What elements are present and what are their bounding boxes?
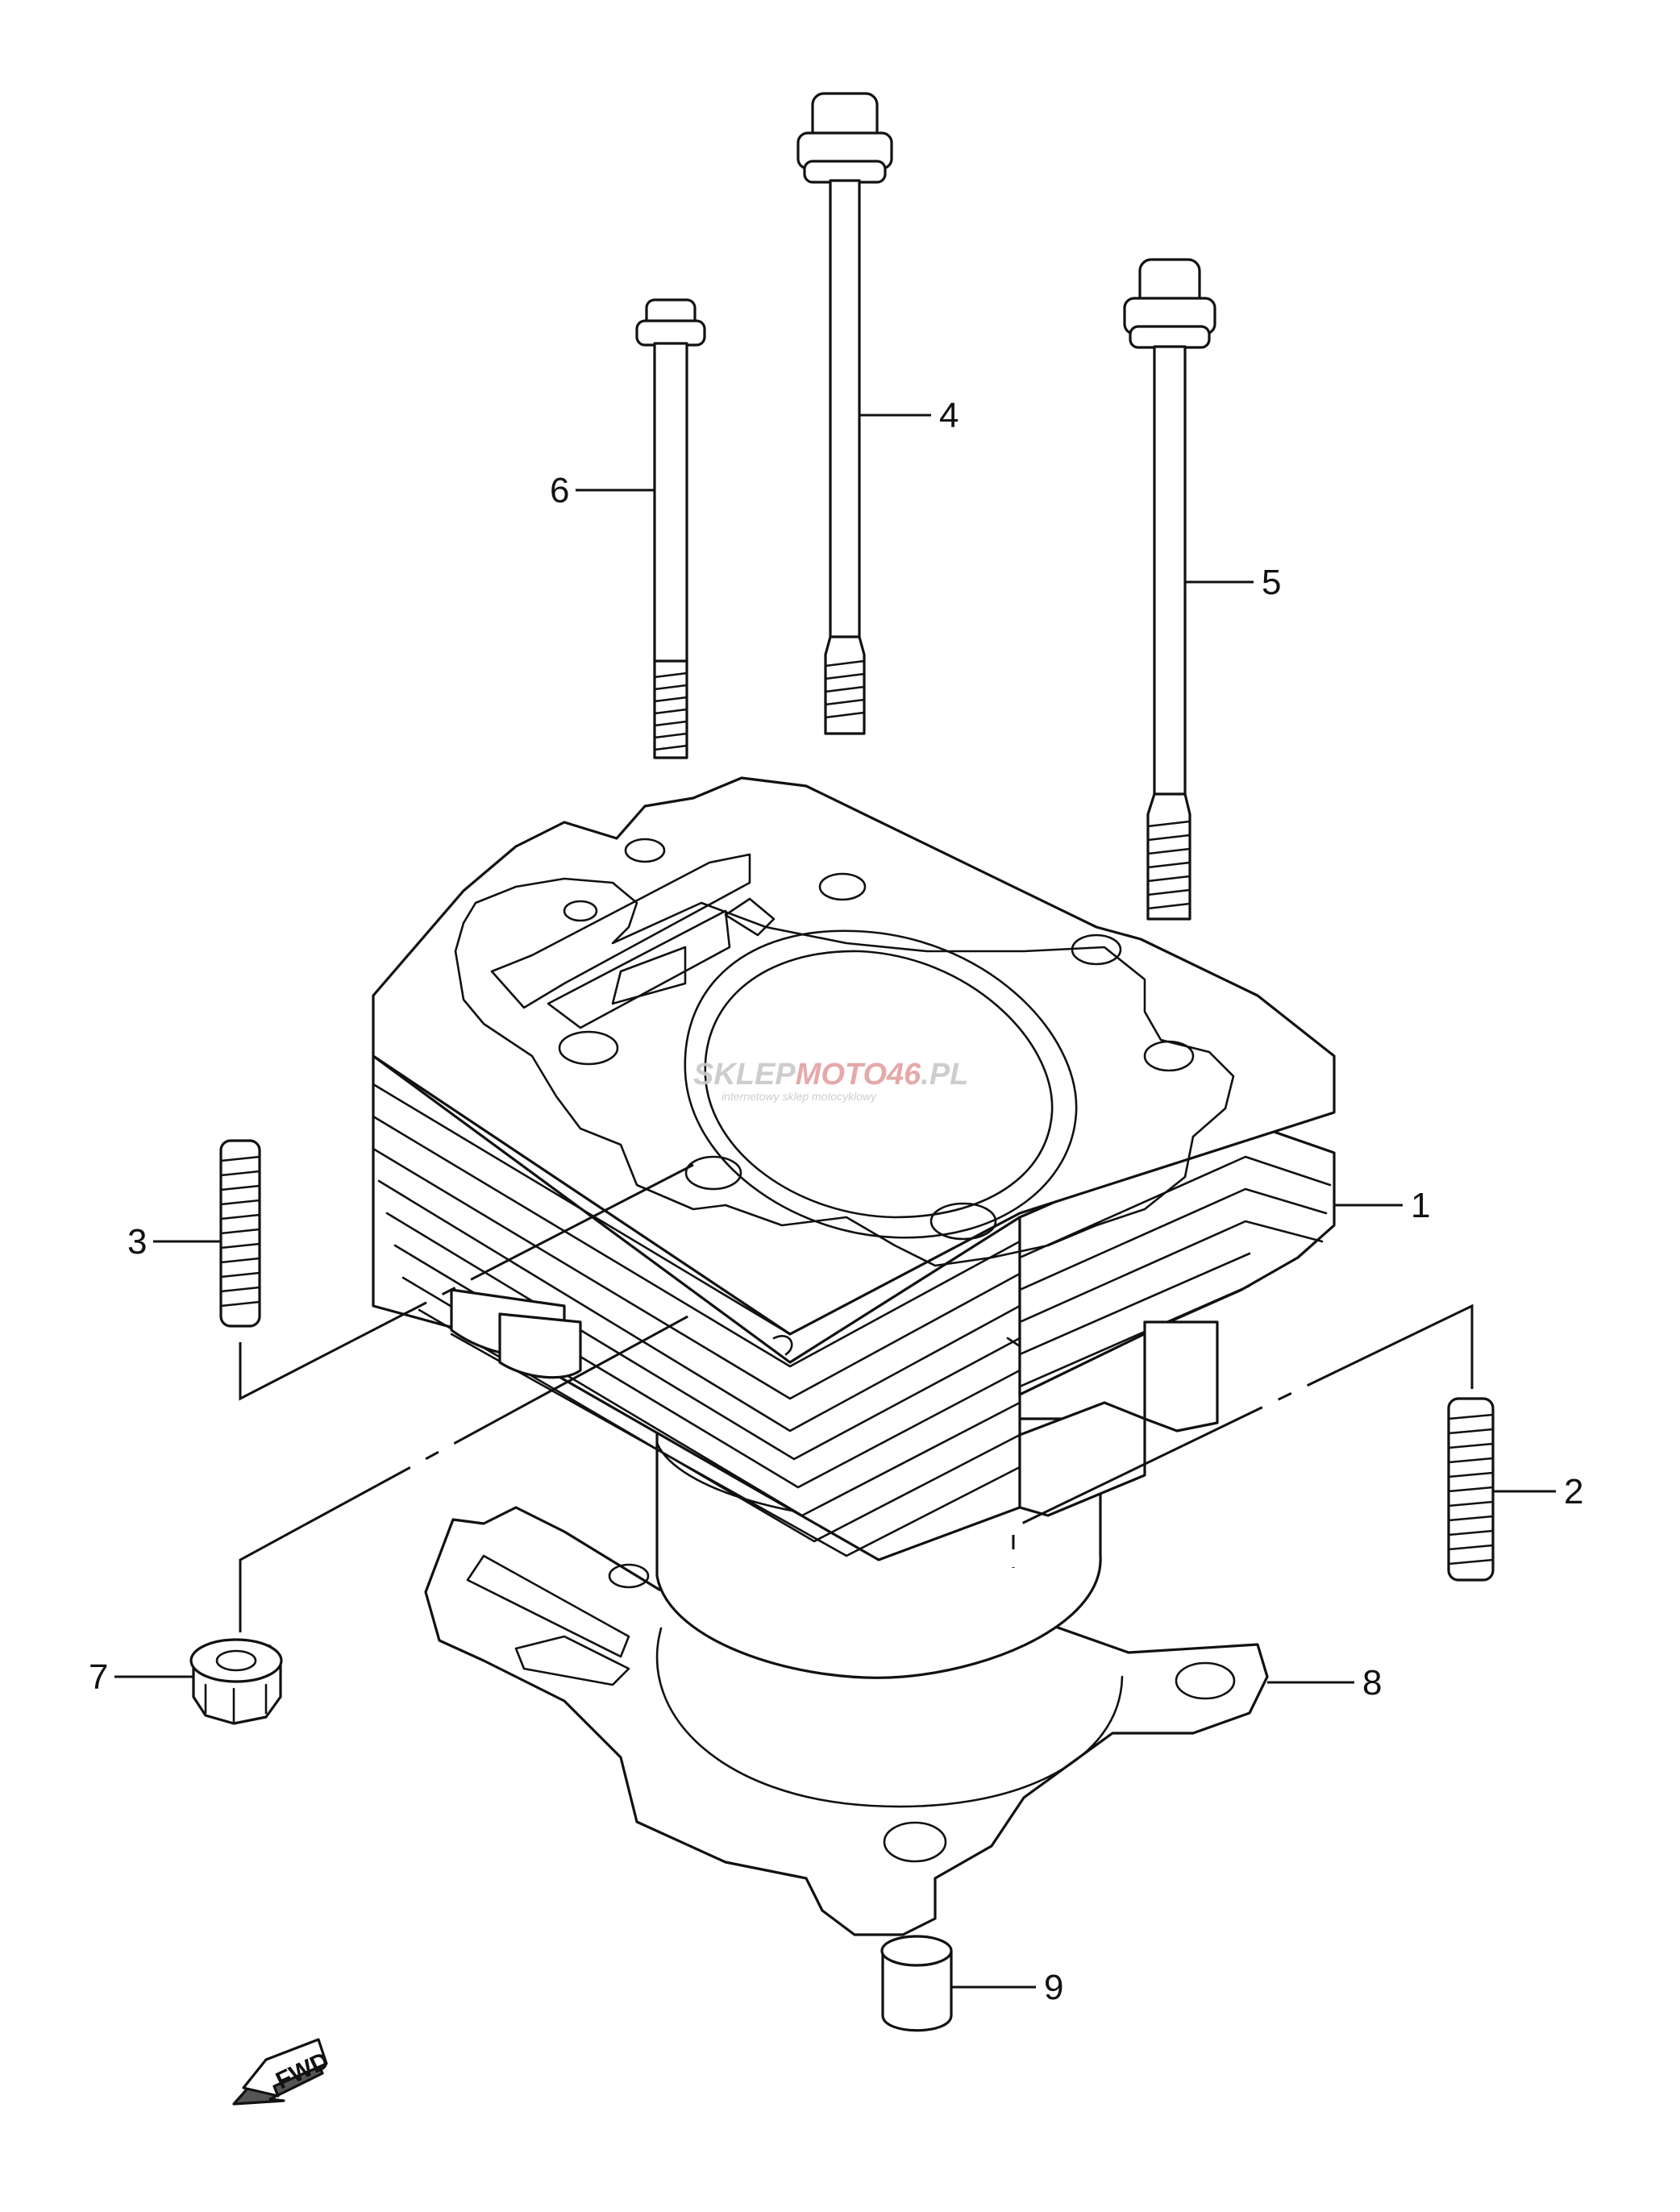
callout-5: 5 [1262, 563, 1281, 602]
watermark-brand-d: .PL [921, 1058, 968, 1091]
watermark-brand-a: SKLEP [693, 1058, 796, 1091]
watermark-brand-c: 46 [886, 1058, 921, 1091]
stud-right [1447, 1397, 1495, 1582]
callout-7: 7 [89, 1657, 108, 1697]
watermark-brand-b: MOTO [796, 1058, 887, 1091]
right-bolt [1123, 258, 1216, 921]
long-center-bolt [796, 92, 893, 735]
callout-6: 6 [550, 471, 569, 510]
watermark-tagline: internetowy sklep motocyklowy [721, 1090, 877, 1103]
cylinder [372, 776, 1336, 1679]
callout-1: 1 [1411, 1186, 1430, 1225]
callouts: 1 2 3 4 5 6 7 8 9 [89, 396, 1583, 2007]
callout-8: 8 [1362, 1663, 1382, 1703]
dowel-pin [880, 1935, 953, 2032]
stud-left [219, 1139, 261, 1328]
assembly-lines [239, 1163, 1474, 1632]
callout-4: 4 [939, 396, 959, 435]
svg-text:SKLEPMOTO46.PL: SKLEPMOTO46.PL [693, 1058, 968, 1091]
callout-2: 2 [1564, 1472, 1583, 1511]
callout-3: 3 [127, 1222, 147, 1262]
callout-9: 9 [1044, 1968, 1063, 2007]
fwd-arrow-icon: FWD [232, 2038, 333, 2106]
watermark: SKLEPMOTO46.PL internetowy sklep motocyk… [693, 1058, 968, 1103]
flange-nut [189, 1638, 283, 1725]
left-bolt [635, 298, 706, 759]
